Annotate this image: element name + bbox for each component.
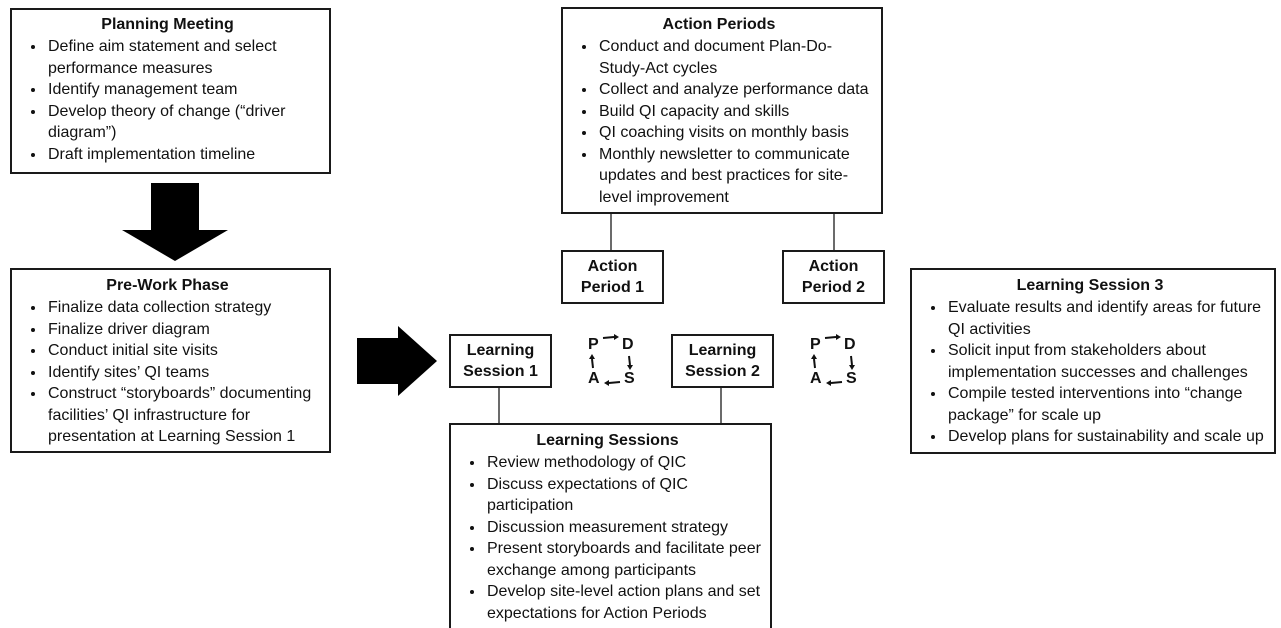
prework-phase-title: Pre-Work Phase <box>106 277 229 294</box>
list-item: Finalize driver diagram <box>46 319 321 341</box>
list-item: Develop theory of change (“driver diagra… <box>46 101 321 144</box>
pdsa-s: S <box>624 370 635 387</box>
learning-session-3-box: Learning Session 3 Evaluate results and … <box>910 268 1276 454</box>
planning-meeting-list: Define aim statement and select performa… <box>14 36 321 165</box>
action-periods-list: Conduct and document Plan-Do-Study-Act c… <box>565 36 873 208</box>
right-arrow-icon <box>357 326 437 396</box>
list-item: Define aim statement and select performa… <box>46 36 321 79</box>
learning-session-2-label: Learning Session 2 <box>685 342 760 380</box>
list-item: Discuss expectations of QIC participatio… <box>485 474 762 517</box>
list-item: Construct “storyboards” documenting faci… <box>46 383 321 448</box>
pdsa-arrows-icon <box>811 334 855 386</box>
action-period-1-label: Action Period 1 <box>580 258 645 296</box>
list-item: QI coaching visits on monthly basis <box>597 122 873 144</box>
pdsa-cycle-icon: P D A S <box>580 330 644 394</box>
list-item: Present storyboards and facilitate peer … <box>485 538 762 581</box>
list-item: Identify sites’ QI teams <box>46 362 321 384</box>
pdsa-p: P <box>810 336 821 353</box>
list-item: Evaluate results and identify areas for … <box>946 297 1266 340</box>
list-item: Discussion measurement strategy <box>485 517 762 539</box>
list-item: Conduct initial site visits <box>46 340 321 362</box>
action-periods-title: Action Periods <box>662 16 776 33</box>
prework-phase-box: Pre-Work Phase Finalize data collection … <box>10 268 331 453</box>
action-periods-box: Action Periods Conduct and document Plan… <box>561 7 883 214</box>
action-period-1-box: Action Period 1 <box>561 250 664 304</box>
pdsa-a: A <box>810 370 822 387</box>
connector-line <box>498 387 500 424</box>
prework-phase-list: Finalize data collection strategy Finali… <box>14 297 321 448</box>
list-item: Finalize data collection strategy <box>46 297 321 319</box>
list-item: Solicit input from stakeholders about im… <box>946 340 1266 383</box>
list-item: Compile tested interventions into “chang… <box>946 383 1266 426</box>
list-item: Develop site-level action plans and set … <box>485 581 762 624</box>
list-item: Develop plans for sustainability and sca… <box>946 426 1266 448</box>
learning-session-3-title: Learning Session 3 <box>1016 277 1164 294</box>
list-item: Draft implementation timeline <box>46 144 321 166</box>
planning-meeting-title: Planning Meeting <box>101 16 234 33</box>
learning-session-3-list: Evaluate results and identify areas for … <box>914 297 1266 448</box>
connector-line <box>720 387 722 424</box>
list-item: Collect and analyze performance data <box>597 79 873 101</box>
action-period-2-box: Action Period 2 <box>782 250 885 304</box>
connector-line <box>610 214 612 251</box>
learning-session-1-box: Learning Session 1 <box>449 334 552 388</box>
list-item: Review methodology of QIC <box>485 452 762 474</box>
learning-sessions-title: Learning Sessions <box>536 432 679 449</box>
action-period-2-label: Action Period 2 <box>801 258 866 296</box>
learning-session-1-label: Learning Session 1 <box>463 342 538 380</box>
pdsa-a: A <box>588 370 600 387</box>
pdsa-d: D <box>844 336 856 353</box>
planning-meeting-box: Planning Meeting Define aim statement an… <box>10 8 331 174</box>
learning-session-2-box: Learning Session 2 <box>671 334 774 388</box>
list-item: Monthly newsletter to communicate update… <box>597 144 873 209</box>
list-item: Identify management team <box>46 79 321 101</box>
pdsa-cycle-icon: P D A S <box>802 330 866 394</box>
pdsa-arrows-icon <box>589 334 633 386</box>
pdsa-d: D <box>622 336 634 353</box>
connector-line <box>833 214 835 251</box>
learning-sessions-box: Learning Sessions Review methodology of … <box>449 423 772 628</box>
down-arrow-icon <box>122 183 228 261</box>
pdsa-p: P <box>588 336 599 353</box>
pdsa-s: S <box>846 370 857 387</box>
list-item: Build QI capacity and skills <box>597 101 873 123</box>
learning-sessions-list: Review methodology of QIC Discuss expect… <box>453 452 762 624</box>
list-item: Conduct and document Plan-Do-Study-Act c… <box>597 36 873 79</box>
